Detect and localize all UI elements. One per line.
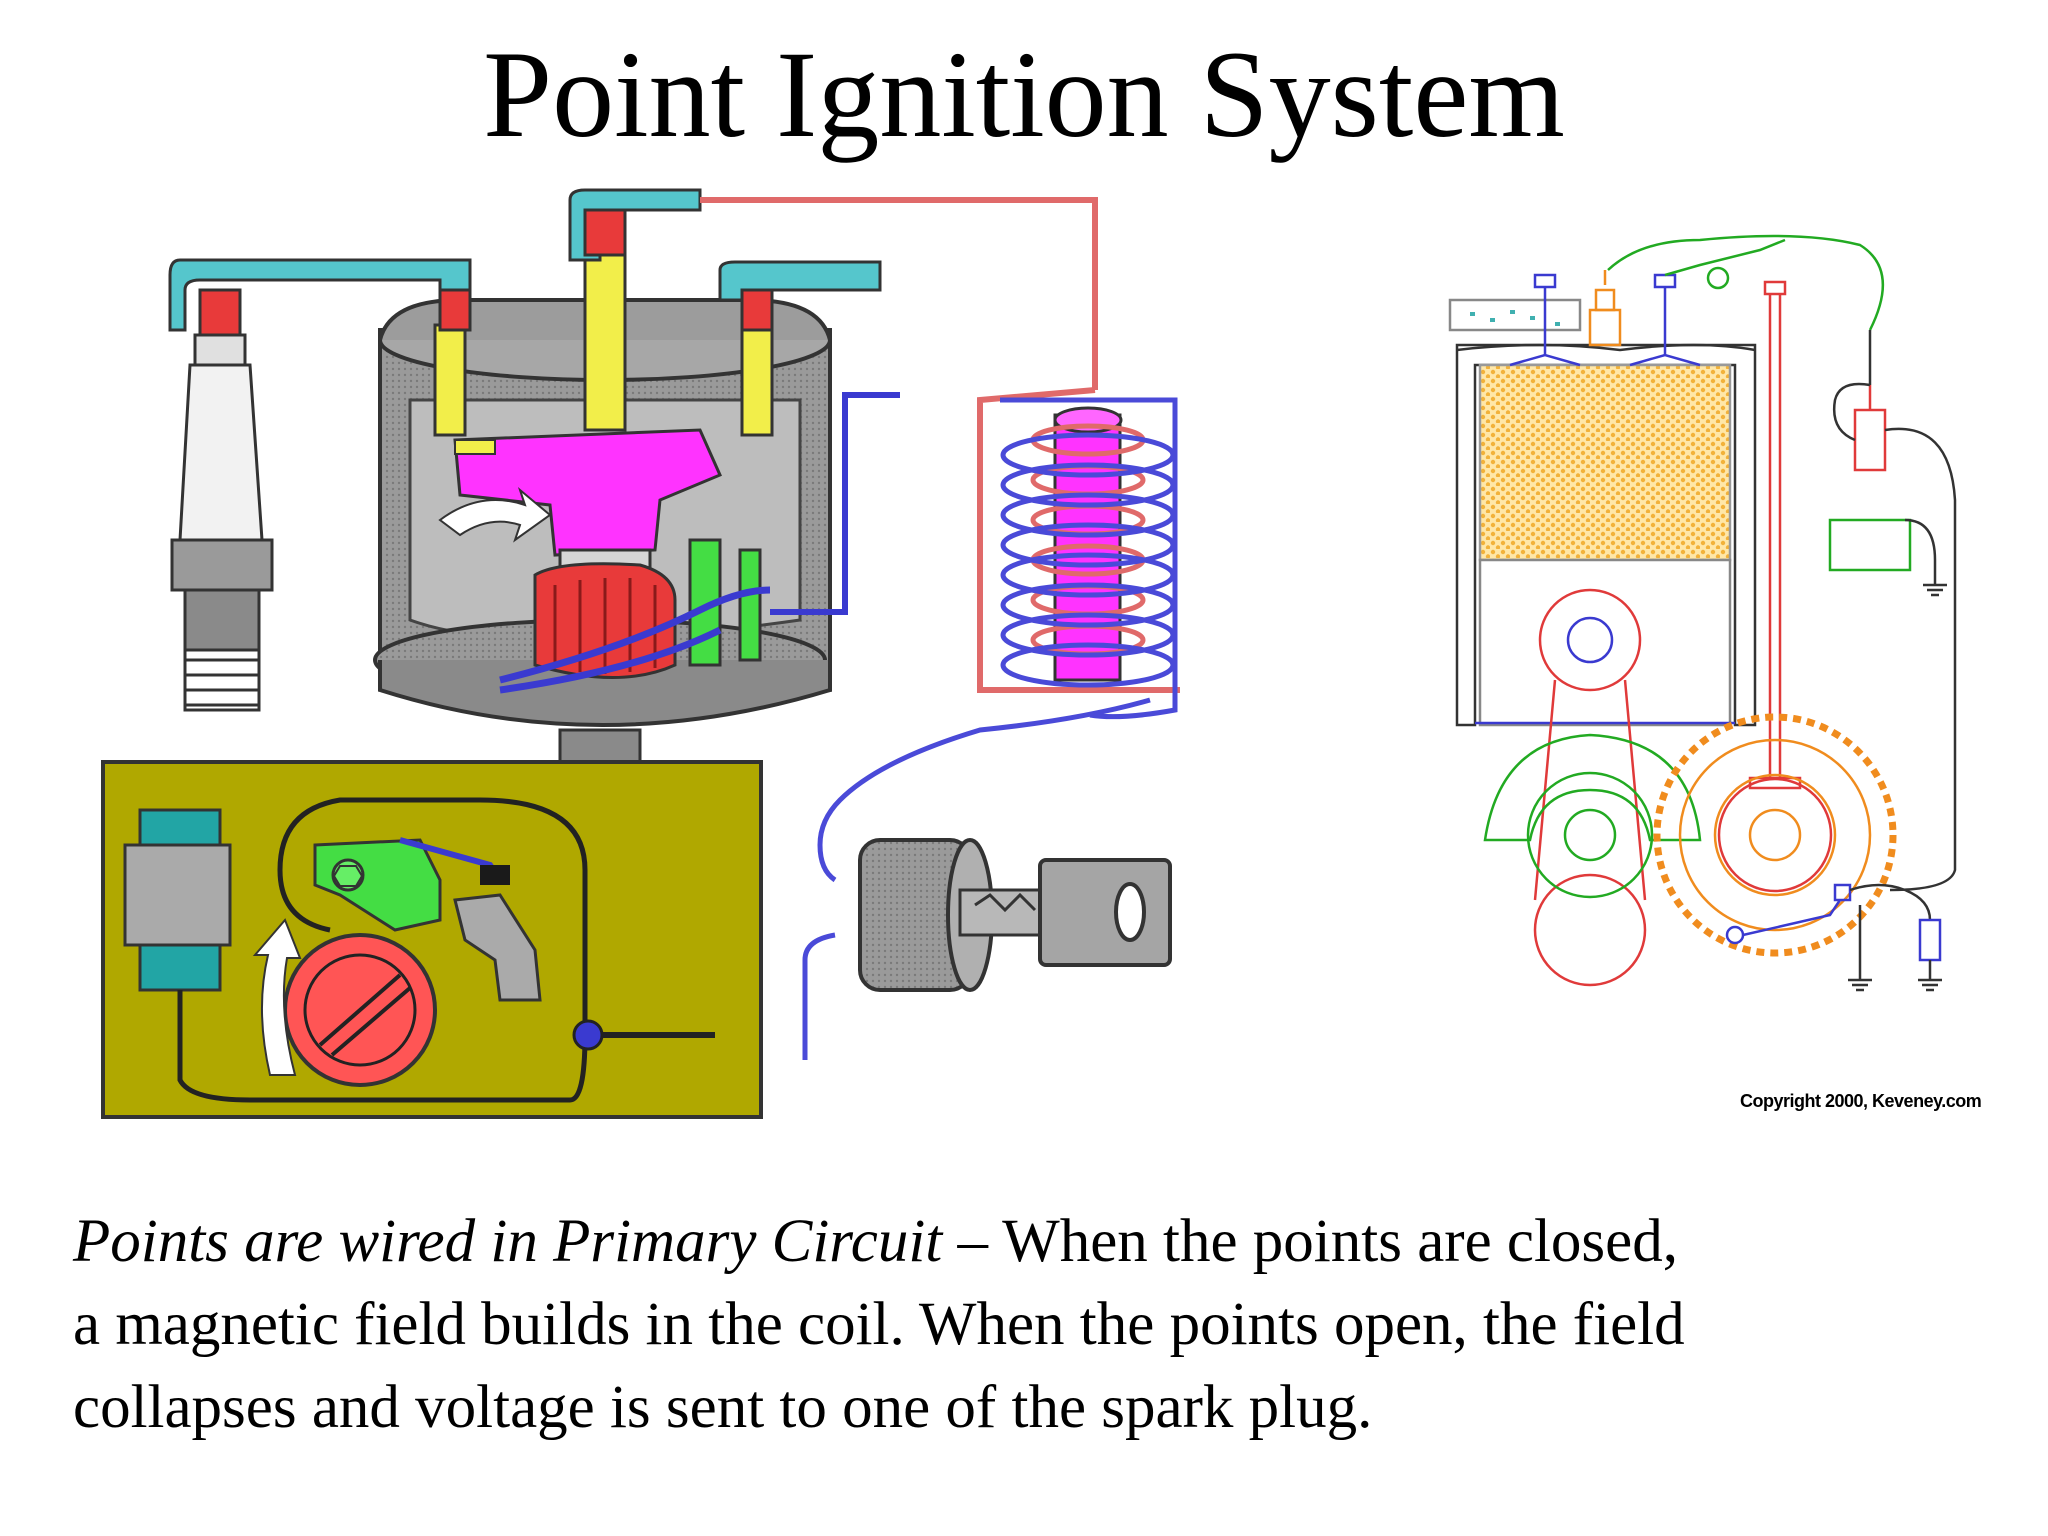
boot-left [198,288,242,337]
coil-to-switch-wire [817,697,1151,846]
boot-right [740,288,774,332]
plug-wire-center [568,188,702,262]
caption-line2: a magnetic field builds in the coil. Whe… [73,1291,1685,1358]
pushrod [1748,280,1802,790]
primary-wire-to-coil [770,392,900,615]
points-contact-b [738,548,762,662]
crank-counterweight [1483,733,1702,899]
ignition-switch [802,838,1172,1060]
schematic-condenser [1918,918,1942,962]
condenser [123,808,232,992]
schematic-spark-plug [1588,270,1622,347]
boot-left-term [438,288,472,332]
distributor-illustration [168,188,1180,772]
schematic-coil [1853,408,1887,472]
coil-hightension-lead [700,197,1098,390]
ignition-coil [817,397,1178,846]
caption-text: Points are wired in Primary Circuit – Wh… [73,1200,2003,1449]
caption-line3: collapses and voltage is sent to one of … [73,1374,1373,1441]
exhaust-valve [1629,273,1701,367]
terminal-right [740,323,774,437]
points-terminal [572,1019,604,1051]
key-blade [958,888,1052,937]
caption-italic: Points are wired in Primary Circuit [73,1208,943,1275]
points-fixed-contact [453,893,542,1002]
copyright-notice: Copyright 2000, Keveney.com [1740,1091,1982,1111]
rocker-arm [1607,234,1885,331]
piston [1478,558,1732,727]
boot-center [583,208,627,257]
connecting-rod [1533,588,1647,987]
intake-valve [1509,273,1581,367]
key-head [1038,858,1172,967]
ground-symbols [1848,580,1947,992]
primary-wire-distributor [499,586,771,684]
terminal-left [433,323,467,437]
points-cam [283,933,437,1087]
caption-line1-rest: – When the points are closed, [942,1208,1678,1275]
camshaft-gear [1653,713,1897,957]
terminal-center [583,253,627,432]
wrist-pin [1566,616,1614,664]
schematic-wiring [1832,330,1957,975]
cam-lobe [533,562,677,679]
page-title: Point Ignition System [483,26,1565,163]
points-detail-panel [101,760,763,1119]
breaker-arm [1725,883,1852,945]
intake-charge [1470,310,1560,326]
spark-plug [170,333,274,712]
key-hole [1114,882,1146,942]
schematic-battery [1828,518,1912,572]
rotation-arrow-points [252,918,302,1076]
engine-schematic [1448,234,1957,992]
combustion-charge [1478,363,1732,562]
rotation-arrow-top [438,486,552,543]
